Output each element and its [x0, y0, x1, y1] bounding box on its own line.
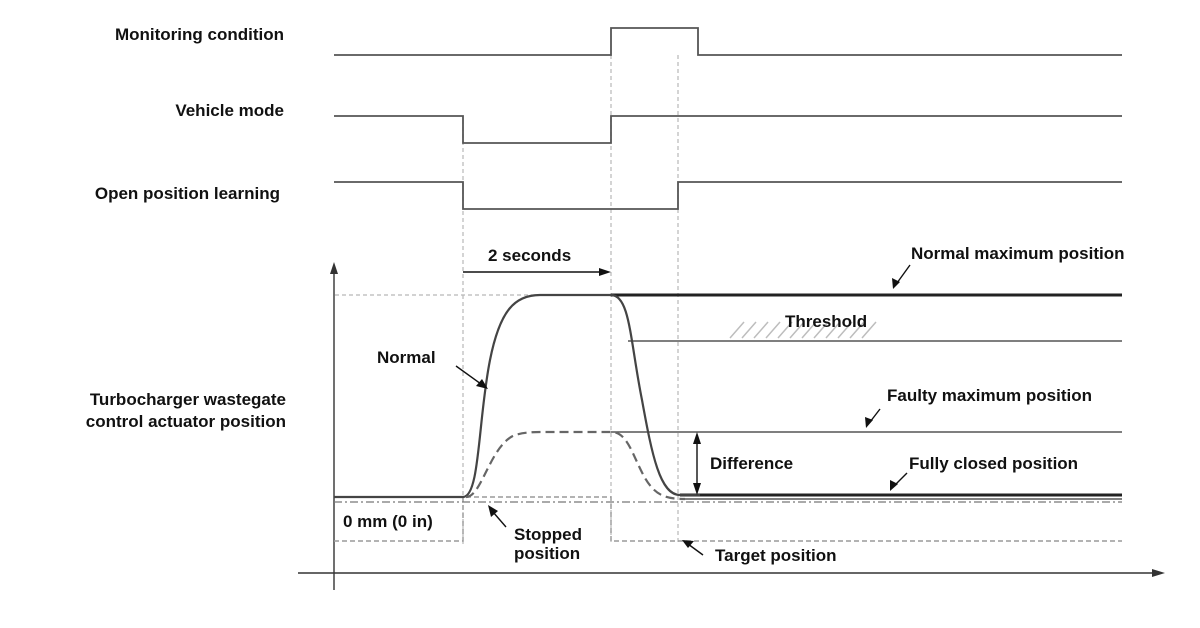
- pointer-normal-maximum: [892, 264, 911, 289]
- pointer-stopped-position: [488, 505, 507, 528]
- monitoring-condition-waveform: [334, 27, 1122, 56]
- threshold-hatch: [729, 321, 877, 339]
- faulty-maximum-position-label: Faulty maximum position: [887, 386, 1092, 405]
- zero-position-label: 0 mm (0 in): [343, 512, 433, 531]
- y-axis-arrowhead: [330, 262, 338, 274]
- fully-closed-position-label: Fully closed position: [909, 454, 1078, 473]
- pointer-faulty-maximum: [865, 408, 881, 428]
- difference-arrowhead-bottom: [693, 483, 701, 495]
- difference-arrowhead-top: [693, 432, 701, 444]
- vehicle-mode-waveform: [334, 115, 1122, 144]
- actuator-position-label-line1: Turbocharger wastegate: [90, 390, 286, 409]
- pointer-fully-closed: [890, 472, 908, 491]
- x-axis-arrowhead: [1152, 569, 1165, 577]
- faulty-actuator-curve: [465, 430, 686, 501]
- target-position-label: Target position: [715, 546, 837, 565]
- actuator-position-label-line2: control actuator position: [86, 412, 286, 431]
- monitoring-condition-label: Monitoring condition: [115, 25, 284, 44]
- normal-maximum-position-label: Normal maximum position: [911, 244, 1124, 263]
- pointer-normal: [455, 365, 488, 389]
- normal-label: Normal: [377, 348, 436, 367]
- open-position-learning-waveform: [334, 181, 1122, 210]
- pointer-target-position: [682, 540, 704, 556]
- open-position-learning-label: Open position learning: [95, 184, 280, 203]
- stopped-position-label-line2: position: [514, 544, 580, 563]
- threshold-label: Threshold: [785, 312, 867, 331]
- stopped-position-label-line1: Stopped: [514, 525, 582, 544]
- difference-label: Difference: [710, 454, 793, 473]
- duration-arrowhead: [599, 268, 611, 276]
- normal-actuator-curve: [334, 293, 700, 499]
- target-position-line: [334, 496, 1122, 542]
- duration-label: 2 seconds: [488, 246, 571, 265]
- vehicle-mode-label: Vehicle mode: [175, 101, 284, 120]
